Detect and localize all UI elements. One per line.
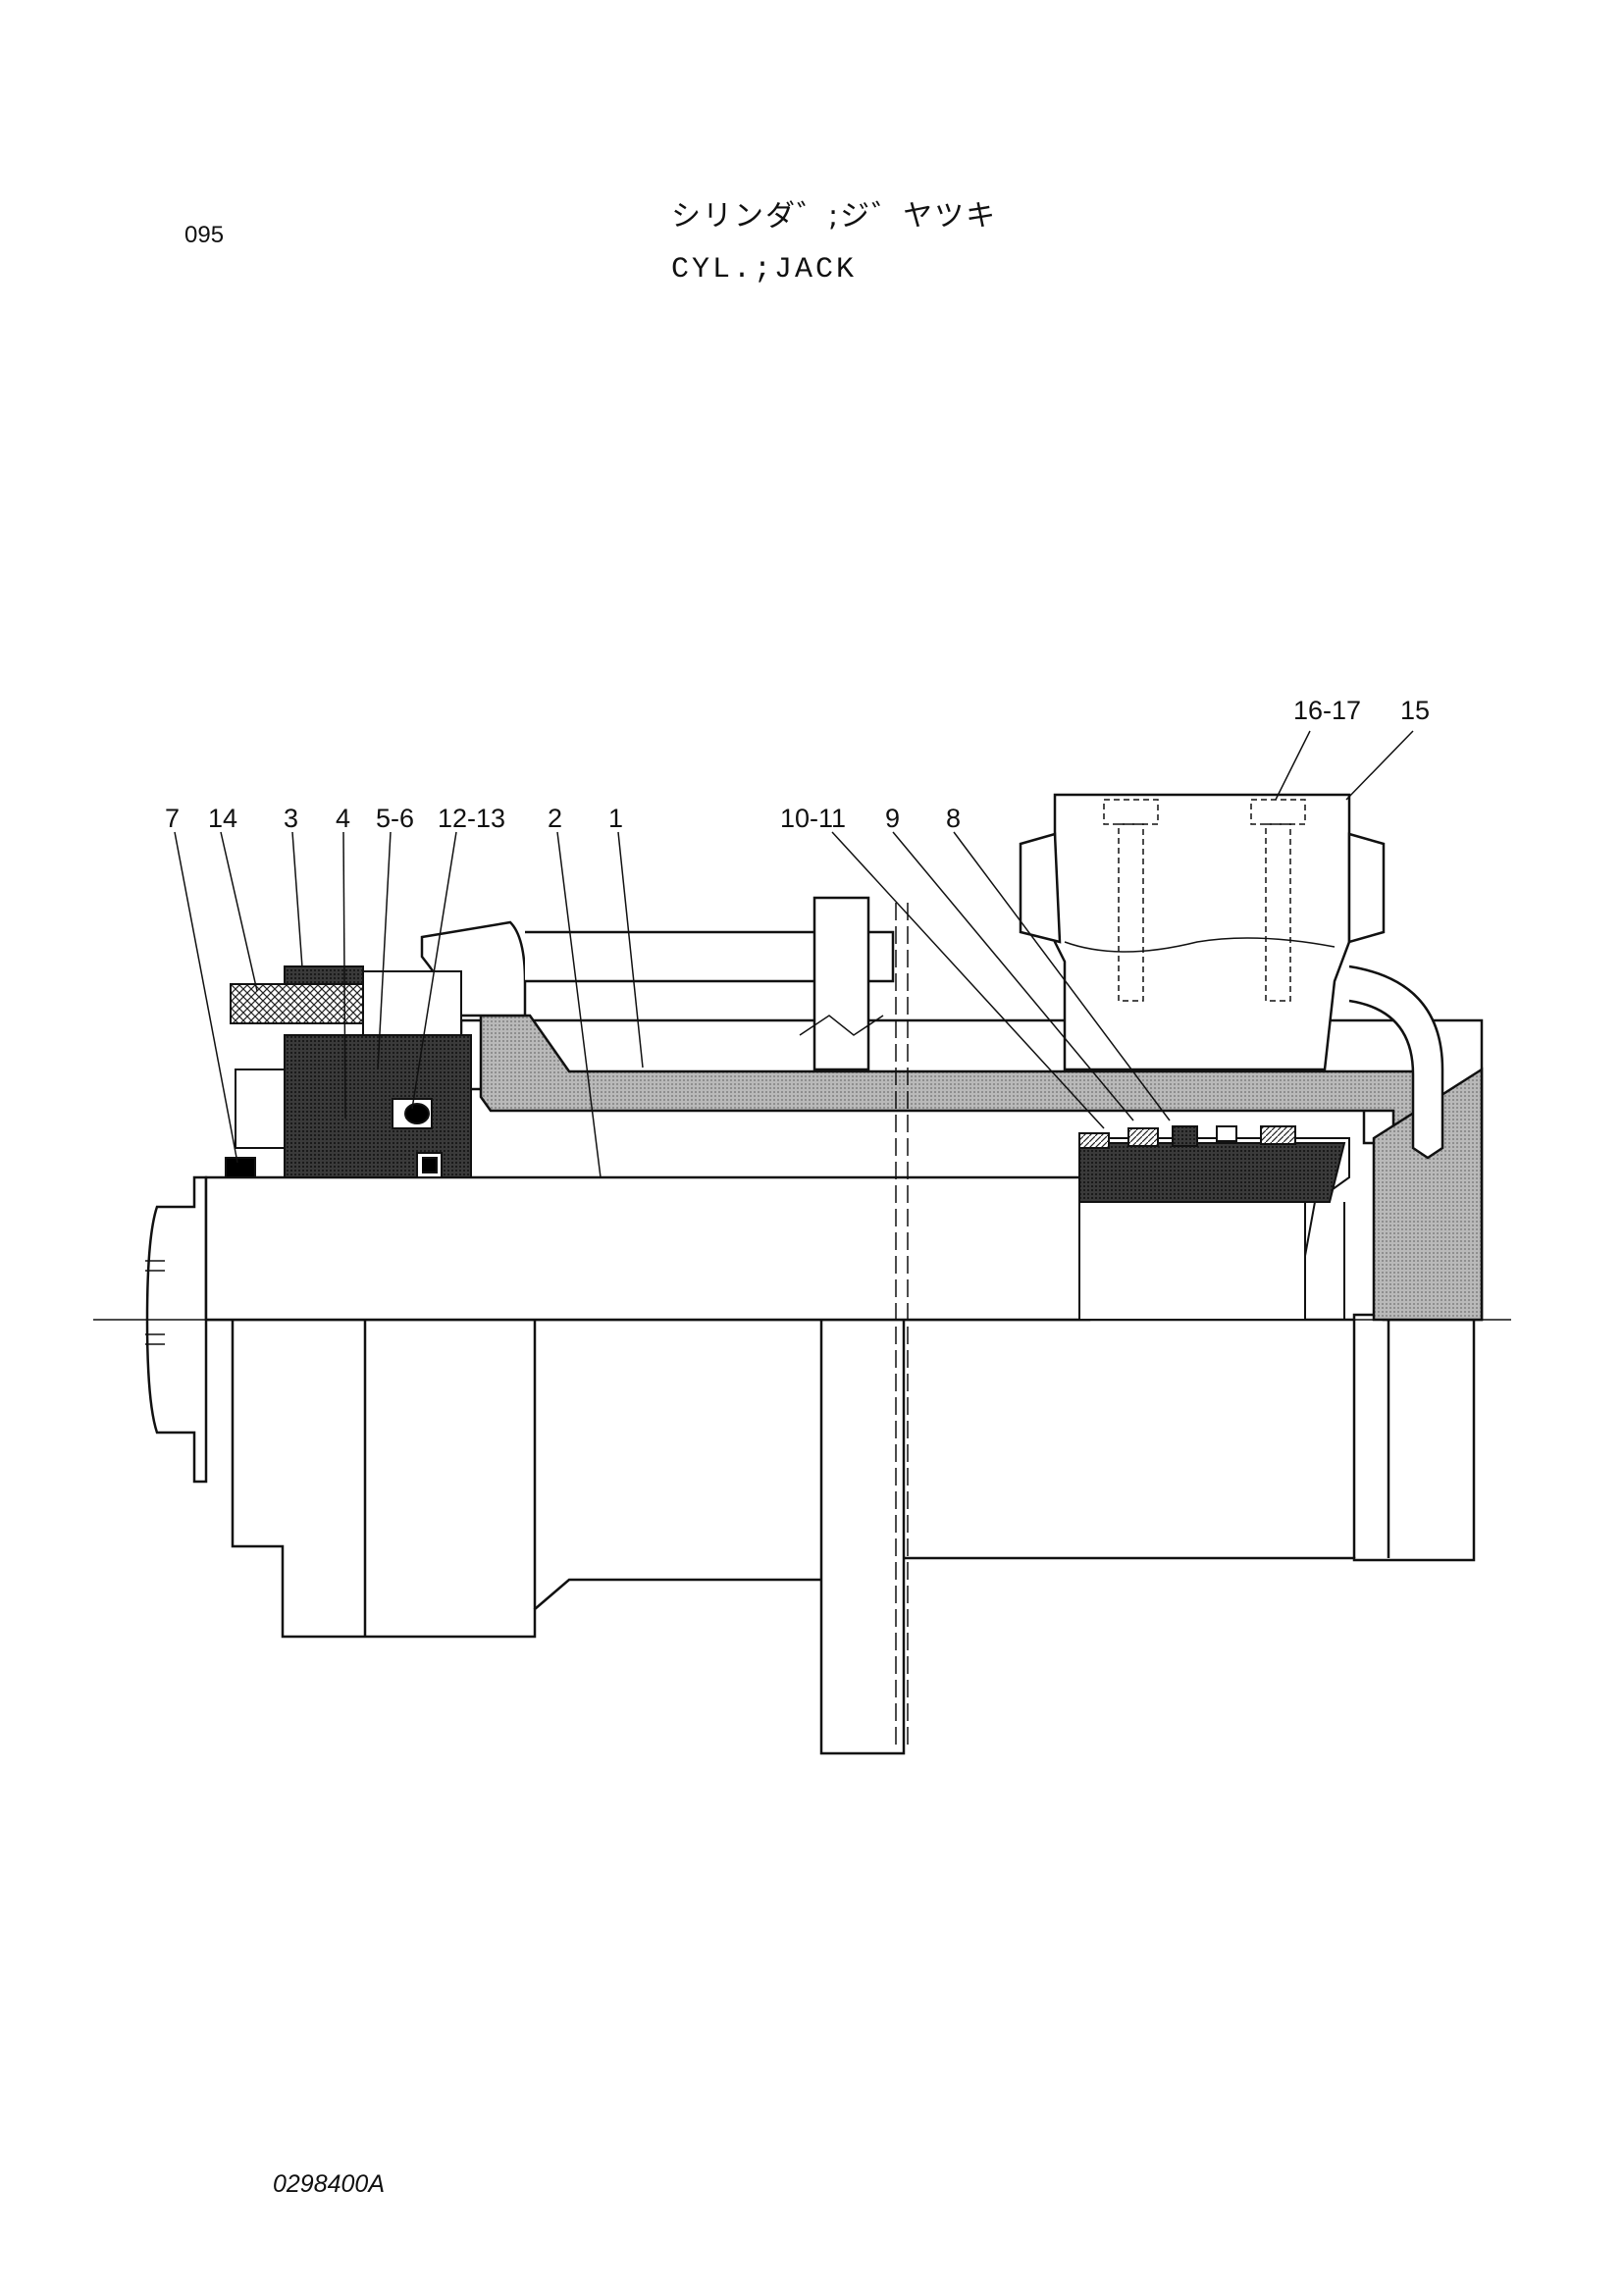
callout-14: 14 xyxy=(208,804,237,833)
callout-9: 9 xyxy=(885,804,900,833)
page-number: 095 xyxy=(184,222,225,248)
callout-7: 7 xyxy=(165,804,180,833)
cylinder-body xyxy=(145,896,1484,1755)
title-english: CYL.;JACK xyxy=(671,253,858,287)
gland-assembly xyxy=(225,965,472,1178)
callout-15: 15 xyxy=(1400,696,1430,725)
callout-16-17: 16-17 xyxy=(1293,696,1361,725)
piston-assembly xyxy=(1078,1125,1350,1321)
callout-3: 3 xyxy=(284,804,298,833)
callout-10-11: 10-11 xyxy=(780,804,846,833)
leader-lines xyxy=(174,730,1414,1178)
callout-1: 1 xyxy=(608,804,623,833)
title-japanese: シリンダ゛;ジ゛ヤツキ xyxy=(671,199,998,234)
callout-12-13: 12-13 xyxy=(438,804,505,833)
callout-2: 2 xyxy=(548,804,562,833)
callout-4: 4 xyxy=(336,804,350,833)
drawing-code: 0298400A xyxy=(273,2170,386,2198)
callout-8: 8 xyxy=(946,804,961,833)
callout-5-6: 5-6 xyxy=(376,804,414,833)
valve-block xyxy=(1019,793,1444,1160)
